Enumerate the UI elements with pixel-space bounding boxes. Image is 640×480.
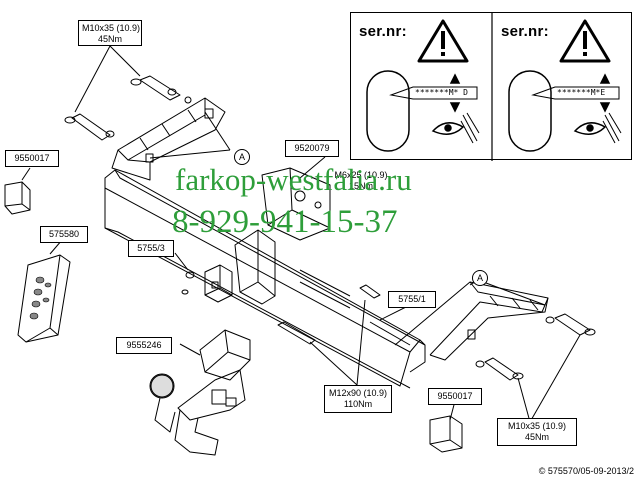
torque-spec: 45Nm [97, 34, 122, 44]
bolt-spec: M12x90 (10.9) [328, 388, 388, 398]
bolt-spec: M6x25 (10.9) [334, 170, 388, 180]
label-part-bar-right: 5755/1 [388, 291, 436, 308]
serial-warning-panel: ser.nr: ser.nr: *******M* D *******M*E [350, 12, 632, 161]
warning-graphics [366, 13, 622, 161]
serial-code-d: *******M* D [415, 88, 468, 97]
part-number: 9550017 [14, 153, 50, 163]
part-number: 9520079 [294, 143, 330, 153]
serial-number-label: ser.nr: [501, 23, 549, 40]
left-block-part [4, 181, 31, 215]
bolt-set-right [475, 313, 596, 381]
label-bolt-bottom-right: M10x35 (10.9) 45Nm [497, 418, 577, 446]
label-part-plate: 575580 [40, 226, 88, 243]
towball-assembly [149, 329, 251, 456]
left-clamp [204, 264, 233, 303]
label-part-bracket: 9520079 [285, 140, 339, 157]
part-number: 575580 [48, 229, 80, 239]
centre-bracket [234, 167, 331, 305]
callout-a-left: A [234, 149, 250, 165]
copyright-footer: © 575570/05-09-2013/2 [538, 466, 634, 476]
torque-spec: 110Nm [343, 399, 373, 409]
label-bolt-center: M12x90 (10.9) 110Nm [324, 385, 392, 413]
callout-a-right: A [472, 270, 488, 286]
crossbar-tube [104, 169, 426, 389]
bolt-spec: M10x35 (10.9) [507, 421, 567, 431]
torque-spec: 45Nm [524, 432, 549, 442]
label-part-right-block: 9550017 [428, 388, 482, 405]
torque-spec: 15Nm [348, 181, 373, 191]
label-part-left-block: 9550017 [5, 150, 59, 167]
part-number: 5755/3 [137, 243, 165, 253]
label-part-ball: 9555246 [116, 337, 172, 354]
right-mounting-arm [394, 281, 549, 361]
serial-code-e: *******M*E [557, 88, 606, 97]
part-number: 5755/1 [398, 294, 426, 304]
warning-triangle-icon [559, 19, 611, 63]
right-block-part [429, 415, 463, 453]
warning-triangle-icon [417, 19, 469, 63]
label-bolt-top: M10x35 (10.9) 45Nm [78, 20, 142, 46]
label-bolt-bracket: M6x25 (10.9) 15Nm [330, 168, 392, 194]
reflector-plate [17, 254, 71, 343]
part-number: 9555246 [126, 340, 162, 350]
part-number: 9550017 [437, 391, 473, 401]
leader-lines [21, 45, 581, 423]
serial-number-label: ser.nr: [359, 23, 407, 40]
left-mounting-arm [111, 97, 226, 181]
label-part-bar-left: 5755/3 [128, 240, 174, 257]
bolt-set-top [64, 75, 192, 141]
bolt-set-centre [181, 271, 381, 345]
bolt-spec: M10x35 (10.9) [82, 23, 141, 33]
